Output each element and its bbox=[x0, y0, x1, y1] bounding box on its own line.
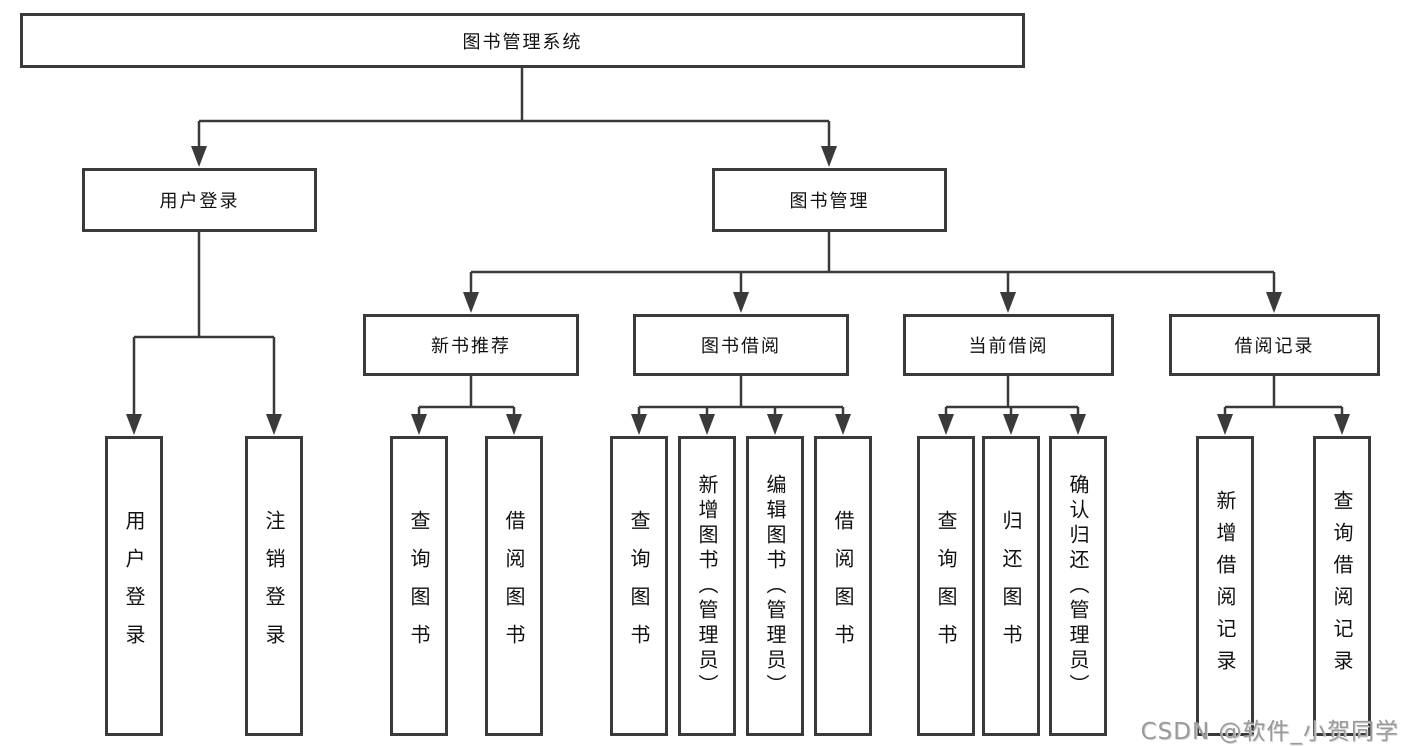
node-borrowing-records-label: 借阅记录 bbox=[1234, 336, 1315, 357]
node-root-label: 图书管理系统 bbox=[462, 31, 583, 53]
leaf-add-borrow-record-label: 新增借阅记录 bbox=[1213, 490, 1237, 682]
leaf-query-borrow-record-label: 查询借阅记录 bbox=[1330, 490, 1354, 682]
leaf-edit-books-admin: 编辑图书（管理员） bbox=[746, 436, 804, 736]
node-book-management-label: 图书管理 bbox=[789, 191, 870, 212]
node-new-book-recommendation-label: 新书推荐 bbox=[431, 336, 511, 357]
leaf-logout-login-label: 注销登录 bbox=[262, 510, 286, 662]
node-book-borrowing-label: 图书借阅 bbox=[701, 336, 781, 357]
node-book-borrowing: 图书借阅 bbox=[633, 314, 849, 376]
leaf-confirm-return-admin-label: 确认归还（管理员） bbox=[1066, 473, 1090, 699]
leaf-borrow-books-recommend: 借阅图书 bbox=[485, 436, 543, 736]
leaf-return-books: 归还图书 bbox=[982, 436, 1040, 736]
leaf-query-borrow-record: 查询借阅记录 bbox=[1313, 436, 1371, 736]
leaf-borrow-books-recommend-label: 借阅图书 bbox=[502, 510, 526, 662]
node-root: 图书管理系统 bbox=[20, 13, 1025, 68]
leaf-return-books-label: 归还图书 bbox=[999, 510, 1023, 662]
leaf-query-books-current-label: 查询图书 bbox=[934, 510, 958, 662]
leaf-add-books-admin-label: 新增图书（管理员） bbox=[695, 473, 719, 699]
node-new-book-recommendation: 新书推荐 bbox=[363, 314, 579, 376]
watermark: CSDN @软件_小贺同学 bbox=[1140, 719, 1399, 745]
node-current-borrowing: 当前借阅 bbox=[903, 314, 1114, 376]
leaf-borrow-books-borrowing-label: 借阅图书 bbox=[831, 510, 855, 662]
node-borrowing-records: 借阅记录 bbox=[1169, 314, 1380, 376]
node-current-borrowing-label: 当前借阅 bbox=[968, 336, 1049, 357]
leaf-borrow-books-borrowing: 借阅图书 bbox=[814, 436, 872, 736]
leaf-user-login-label: 用户登录 bbox=[122, 510, 146, 662]
leaf-query-books-recommend-label: 查询图书 bbox=[407, 510, 431, 662]
leaf-logout-login: 注销登录 bbox=[245, 436, 303, 736]
leaf-add-borrow-record: 新增借阅记录 bbox=[1196, 436, 1254, 736]
leaf-query-books-recommend: 查询图书 bbox=[390, 436, 448, 736]
node-book-management: 图书管理 bbox=[712, 168, 947, 232]
leaf-confirm-return-admin: 确认归还（管理员） bbox=[1049, 436, 1107, 736]
node-user-login: 用户登录 bbox=[82, 168, 317, 232]
leaf-query-books-borrowing: 查询图书 bbox=[610, 436, 668, 736]
leaf-edit-books-admin-label: 编辑图书（管理员） bbox=[763, 473, 787, 699]
leaf-query-books-borrowing-label: 查询图书 bbox=[627, 510, 651, 662]
leaf-user-login: 用户登录 bbox=[105, 436, 163, 736]
leaf-add-books-admin: 新增图书（管理员） bbox=[678, 436, 736, 736]
node-user-login-label: 用户登录 bbox=[159, 191, 240, 212]
leaf-query-books-current: 查询图书 bbox=[917, 436, 975, 736]
